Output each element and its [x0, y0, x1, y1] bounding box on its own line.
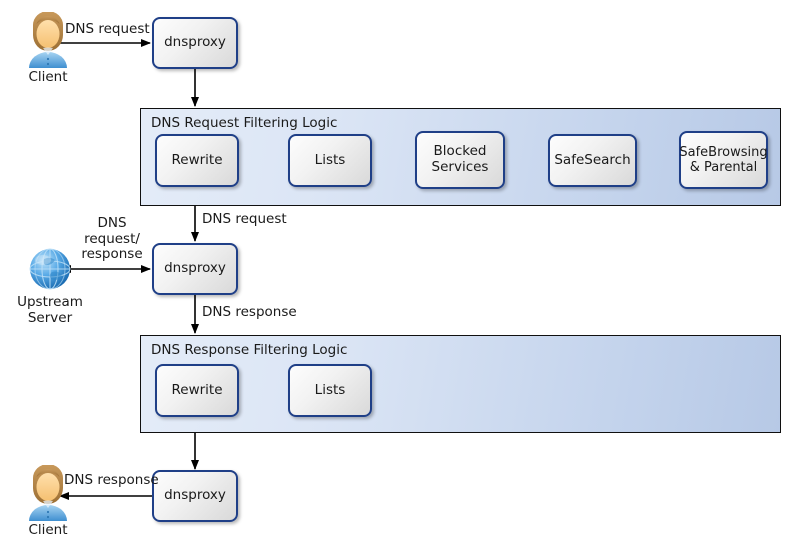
- edge-label-upstream-exchange: DNS request/ response: [81, 215, 143, 263]
- dns-request-filtering-title: DNS Request Filtering Logic: [151, 115, 338, 131]
- edge-label-proxy-to-client: DNS response: [64, 472, 159, 488]
- stage-safebrowsing-parental-label-line2: & Parental: [689, 160, 758, 175]
- actor-caption-client-bottom: Client: [28, 522, 68, 538]
- stage-blocked-services-label-line2: Services: [431, 159, 489, 175]
- stage-lists-request-label: Lists: [314, 151, 346, 168]
- dnsproxy-middle-node: dnsproxy: [152, 243, 238, 295]
- stage-blocked-services: Blocked Services: [415, 131, 505, 189]
- stage-rewrite-request-label: Rewrite: [171, 151, 223, 168]
- stage-safebrowsing-parental: SafeBrowsing & Parental: [679, 131, 768, 189]
- user-icon: [20, 11, 76, 68]
- dnsproxy-bottom-node: dnsproxy: [152, 470, 238, 522]
- user-icon: [20, 464, 76, 521]
- stage-lists-response-label: Lists: [314, 381, 346, 398]
- edge-label-proxy-to-response-filter: DNS response: [202, 304, 297, 320]
- actor-caption-upstream: Upstream Server: [17, 294, 83, 326]
- stage-blocked-services-label-line1: Blocked: [433, 143, 487, 160]
- stage-lists-response: Lists: [288, 364, 372, 417]
- stage-safebrowsing-parental-label-line1: SafeBrowsing: [679, 144, 768, 160]
- dnsproxy-bottom-label: dnsproxy: [164, 487, 226, 504]
- dnsproxy-top-label: dnsproxy: [164, 34, 226, 51]
- edge-label-client-to-proxy: DNS request: [65, 21, 150, 37]
- actor-caption-client-top: Client: [28, 69, 68, 85]
- stage-lists-request: Lists: [288, 134, 372, 187]
- dnsproxy-middle-label: dnsproxy: [164, 260, 226, 277]
- edge-label-proxy-to-request-filter: DNS request: [202, 211, 287, 227]
- stage-rewrite-response-label: Rewrite: [171, 381, 223, 398]
- stage-safesearch: SafeSearch: [548, 134, 637, 187]
- stage-rewrite-response: Rewrite: [155, 364, 239, 417]
- globe-icon: [24, 243, 76, 295]
- stage-safesearch-label: SafeSearch: [554, 151, 631, 168]
- stage-rewrite-request: Rewrite: [155, 134, 239, 187]
- dns-response-filtering-title: DNS Response Filtering Logic: [151, 342, 348, 358]
- dnsproxy-top-node: dnsproxy: [152, 17, 238, 69]
- dns-response-filtering-group: DNS Response Filtering Logic: [140, 335, 781, 433]
